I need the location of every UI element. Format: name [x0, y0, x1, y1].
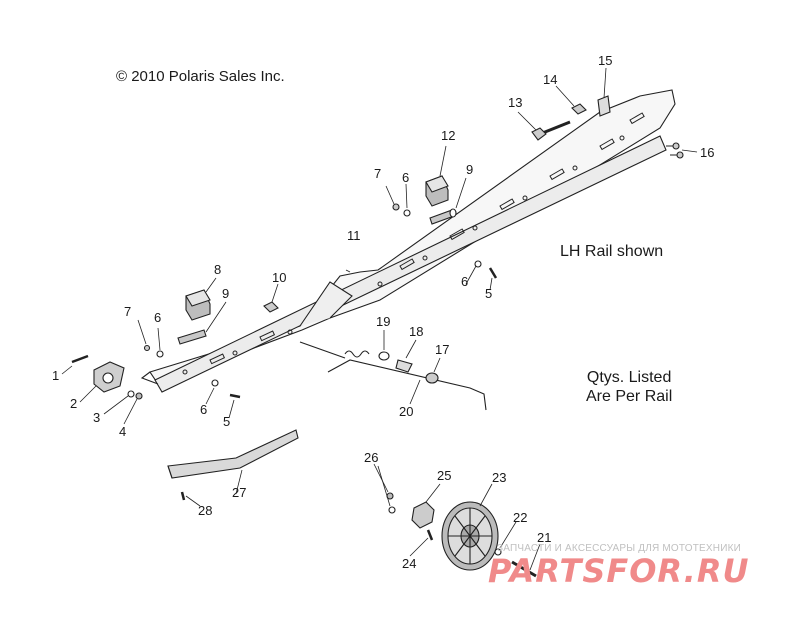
rear-bracket — [597, 95, 611, 117]
callout-5-lower: 5 — [223, 414, 231, 429]
bolt-21 — [511, 560, 537, 578]
washer-6-lower — [211, 379, 219, 387]
note-qty-line1: Qtys. Listed — [586, 369, 672, 386]
nut-4 — [135, 392, 143, 400]
callout-21: 21 — [537, 530, 552, 545]
washer-6-left — [156, 350, 164, 358]
callout-26: 26 — [364, 450, 379, 465]
callout-16: 16 — [700, 145, 715, 160]
callout-10: 10 — [272, 270, 287, 285]
callout-14: 14 — [543, 72, 558, 87]
front-cap-2 — [93, 361, 125, 393]
callout-11: 11 — [347, 228, 361, 243]
bolt-1 — [71, 354, 89, 364]
callout-28: 28 — [198, 503, 213, 518]
callout-6-top: 6 — [402, 170, 410, 185]
callout-5-right: 5 — [485, 286, 493, 301]
callout-2: 2 — [70, 396, 78, 411]
washer-3 — [127, 390, 135, 398]
watermark-logo: PARTSFOR.RU — [488, 552, 750, 590]
pin-9-top — [429, 208, 457, 225]
callout-17: 17 — [435, 342, 450, 357]
block-8 — [185, 289, 211, 321]
callout-6-lower: 6 — [200, 402, 208, 417]
spacer-25 — [411, 501, 435, 529]
callout-25: 25 — [437, 468, 452, 483]
callout-12: 12 — [441, 128, 456, 143]
callout-1: 1 — [52, 368, 60, 383]
callout-3: 3 — [93, 410, 101, 425]
callout-20: 20 — [399, 404, 414, 419]
callout-7-left: 7 — [124, 304, 132, 319]
callout-15: 15 — [598, 53, 613, 68]
callout-4: 4 — [119, 424, 127, 439]
washer-6-right — [474, 260, 482, 268]
callout-24: 24 — [402, 556, 417, 571]
bolt-5-right — [488, 267, 498, 279]
note-lh-rail: LH Rail shown — [560, 243, 664, 260]
watermark-subtitle: ЗАПЧАСТИ И АКСЕССУАРЫ ДЛЯ МОТОТЕХНИКИ — [497, 543, 742, 554]
nut-7-top — [392, 203, 400, 211]
note-qty-line2: Are Per Rail — [586, 388, 673, 405]
callout-9-top: 9 — [466, 162, 474, 177]
bolt-5-lower — [229, 393, 241, 399]
callout-22: 22 — [513, 510, 528, 525]
callout-8: 8 — [214, 262, 222, 277]
pin-9-left — [177, 329, 207, 345]
callout-18: 18 — [409, 324, 424, 339]
block-12 — [425, 175, 449, 207]
callout-19: 19 — [376, 314, 391, 329]
callout-6-right: 6 — [461, 274, 469, 289]
callout-7-top: 7 — [374, 166, 382, 181]
copyright-notice: © 2010 Polaris Sales Inc. — [116, 68, 285, 85]
nut-7-left — [143, 344, 151, 352]
leader-lines — [61, 67, 698, 571]
idler-wheel-23 — [441, 501, 499, 571]
callout-6-left: 6 — [154, 310, 162, 325]
callout-27: 27 — [232, 485, 247, 500]
callout-23: 23 — [492, 470, 507, 485]
nut-10 — [263, 301, 279, 313]
bolt-24 — [426, 529, 434, 541]
callout-13: 13 — [508, 95, 523, 110]
washer-26 — [388, 506, 396, 514]
rail-assembly — [140, 89, 676, 393]
screw-28 — [180, 491, 186, 501]
callout-9-left: 9 — [222, 286, 230, 301]
wear-strip-27 — [167, 429, 299, 479]
screws-16 — [666, 142, 684, 159]
torsion-spring — [299, 341, 487, 411]
washer-22 — [494, 548, 502, 556]
washer-6-top — [403, 209, 411, 217]
bolt-13 — [531, 120, 571, 141]
nut-14 — [571, 103, 587, 115]
note-quantities: Qtys. Listed Are Per Rail — [586, 368, 672, 406]
